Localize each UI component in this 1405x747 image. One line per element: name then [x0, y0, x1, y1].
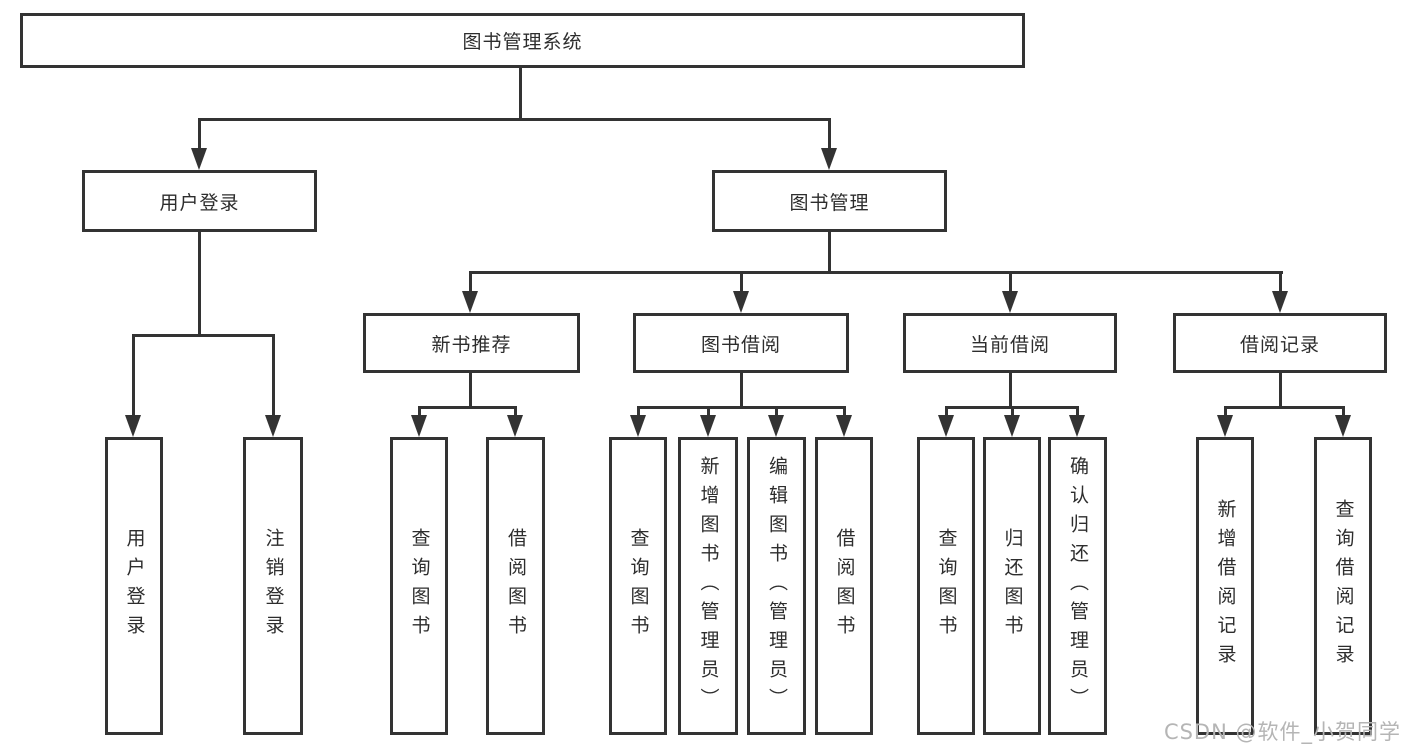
node-new-book-recommend: 新书推荐: [363, 313, 580, 373]
node-label: 用户登录: [159, 191, 240, 214]
connector-line: [1011, 406, 1014, 417]
node-user-login: 用户登录: [82, 170, 317, 232]
connector-line: [1009, 373, 1012, 408]
leaf-label: 查询图书: [627, 528, 650, 644]
connector-line: [132, 334, 135, 417]
node-borrow-records: 借阅记录: [1173, 313, 1387, 373]
connector-arrow: [462, 291, 478, 313]
leaf-nb-query-books: 查询图书: [390, 437, 448, 735]
connector-line: [418, 406, 517, 409]
connector-line: [637, 406, 640, 417]
connector-line: [1076, 406, 1079, 417]
leaf-label: 查询图书: [408, 528, 431, 644]
connector-line: [519, 68, 522, 120]
leaf-bb-edit-book-admin: 编辑图书（管理员）: [747, 437, 806, 735]
connector-arrow: [265, 415, 281, 437]
watermark: CSDN @软件_小贺同学: [1163, 720, 1401, 744]
connector-line: [132, 334, 275, 337]
leaf-cb-return-books: 归还图书: [983, 437, 1041, 735]
leaf-bb-borrow-books: 借阅图书: [815, 437, 873, 735]
connector-arrow: [821, 148, 837, 170]
leaf-logout: 注销登录: [243, 437, 303, 735]
node-current-borrow: 当前借阅: [903, 313, 1117, 373]
connector-line: [637, 406, 845, 409]
connector-line: [514, 406, 517, 417]
leaf-nb-borrow-books: 借阅图书: [486, 437, 545, 735]
connector-arrow: [938, 415, 954, 437]
connector-line: [740, 373, 743, 408]
connector-line: [1279, 373, 1282, 408]
connector-line: [1279, 271, 1282, 293]
leaf-br-query-record: 查询借阅记录: [1314, 437, 1372, 735]
node-label: 当前借阅: [969, 333, 1050, 356]
leaf-label: 新增借阅记录: [1214, 499, 1237, 673]
connector-arrow: [630, 415, 646, 437]
leaf-bb-add-book-admin: 新增图书（管理员）: [678, 437, 738, 735]
node-label: 新书推荐: [431, 333, 512, 356]
connector-line: [945, 406, 948, 417]
connector-line: [775, 406, 778, 417]
node-book-borrow: 图书借阅: [633, 313, 849, 373]
connector-line: [1342, 406, 1345, 417]
connector-arrow: [1335, 415, 1351, 437]
connector-arrow: [733, 291, 749, 313]
connector-line: [469, 271, 472, 293]
connector-line: [469, 373, 472, 408]
connector-arrow: [768, 415, 784, 437]
connector-line: [828, 232, 831, 273]
connector-line: [198, 118, 830, 121]
leaf-label: 借阅图书: [833, 528, 856, 644]
connector-line: [469, 271, 1283, 274]
node-label: 图书管理: [789, 191, 870, 214]
leaf-label: 注销登录: [262, 528, 285, 644]
connector-line: [418, 406, 421, 417]
node-label: 借阅记录: [1239, 333, 1320, 356]
connector-line: [707, 406, 710, 417]
node-label: 图书管理系统: [462, 31, 583, 53]
connector-arrow: [1004, 415, 1020, 437]
leaf-label: 查询图书: [935, 528, 958, 644]
leaf-label: 归还图书: [1001, 528, 1024, 644]
connector-arrow: [125, 415, 141, 437]
node-root: 图书管理系统: [20, 13, 1025, 68]
connector-arrow: [507, 415, 523, 437]
node-book-mgmt: 图书管理: [712, 170, 947, 232]
leaf-label: 借阅图书: [505, 528, 527, 644]
leaf-user-login: 用户登录: [105, 437, 163, 735]
node-label: 图书借阅: [700, 333, 781, 356]
leaf-label: 新增图书（管理员）: [697, 455, 720, 717]
connector-arrow: [1217, 415, 1233, 437]
leaf-label: 编辑图书（管理员）: [766, 455, 788, 717]
connector-line: [843, 406, 846, 417]
connector-line: [1224, 406, 1227, 417]
leaf-label: 确认归还（管理员）: [1067, 455, 1089, 717]
connector-line: [740, 271, 743, 293]
connector-line: [828, 118, 831, 150]
connector-arrow: [1272, 291, 1288, 313]
connector-line: [1009, 271, 1012, 293]
leaf-cb-confirm-return-admin: 确认归还（管理员）: [1048, 437, 1107, 735]
leaf-cb-query-books: 查询图书: [917, 437, 975, 735]
connector-arrow: [1069, 415, 1085, 437]
leaf-br-add-record: 新增借阅记录: [1196, 437, 1254, 735]
connector-arrow: [1002, 291, 1018, 313]
connector-line: [198, 232, 201, 336]
connector-arrow: [700, 415, 716, 437]
connector-line: [272, 334, 275, 417]
connector-arrow: [836, 415, 852, 437]
leaf-label: 用户登录: [123, 528, 146, 644]
connector-arrow: [191, 148, 207, 170]
connector-line: [198, 118, 201, 150]
connector-line: [1224, 406, 1344, 409]
leaf-label: 查询借阅记录: [1332, 499, 1355, 673]
connector-arrow: [411, 415, 427, 437]
leaf-bb-query-books: 查询图书: [609, 437, 667, 735]
